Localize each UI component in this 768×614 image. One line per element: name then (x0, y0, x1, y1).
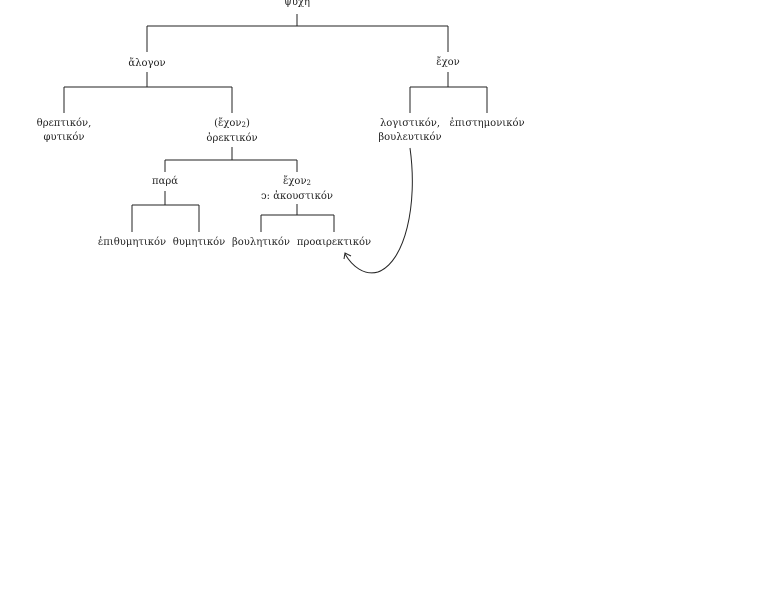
arrowhead-icon (343, 252, 352, 260)
label-echon2-paren-open: (ἔχον (214, 118, 242, 129)
label-echon2-text: ἔχον (282, 176, 307, 187)
node-thymetikon: θυμητικόν (173, 236, 225, 250)
node-epithymetikon: ἐπιθυμητικόν (98, 236, 166, 250)
label-orektikon: ὀρεκτικόν (206, 133, 258, 144)
node-psyche: ψυχή (284, 0, 310, 10)
label-para: παρά (152, 176, 178, 187)
label-echon2-subscript: 2 (306, 179, 311, 187)
node-orektikon: (ἔχον2) ὀρεκτικόν (206, 117, 257, 146)
node-alogon: ἄλογον (128, 57, 165, 71)
node-proairektikon: προαιρεκτικόν (297, 236, 371, 250)
label-echon2-parenthetical: (ἔχον2) (206, 117, 257, 132)
node-threptikon: θρεπτικόν, φυτικόν (37, 117, 92, 145)
node-bouletikon: βουλητικόν (232, 236, 290, 250)
label-phytikon: φυτικόν (43, 132, 85, 143)
curved-arrow-bouleutikon-to-proairektikon (344, 147, 413, 274)
label-epithymetikon: ἐπιθυμητικόν (97, 237, 167, 248)
label-echon2: ἔχον2 (261, 175, 333, 190)
node-echon: ἔχον (436, 56, 460, 70)
node-para: παρά (152, 175, 178, 189)
label-proairektikon: προαιρεκτικόν (296, 237, 372, 248)
label-epistemonikon: ἐπιστημονικόν (449, 118, 525, 129)
label-akoustikon: ↄ: ἀκουστικόν (261, 191, 333, 202)
label-threptikon: θρεπτικόν, (36, 118, 92, 129)
label-alogon: ἄλογον (128, 58, 166, 69)
label-logistikon: λογιστικόν, (379, 118, 441, 129)
label-psyche: ψυχή (284, 0, 310, 8)
label-echon2-paren-close: ) (245, 118, 250, 129)
node-epistemonikon: ἐπιστημονικόν (449, 117, 524, 131)
node-echon2: ἔχον2 ↄ: ἀκουστικόν (261, 175, 333, 204)
label-echon2-paren-subscript: 2 (241, 121, 246, 129)
label-thymetikon: θυμητικόν (172, 237, 226, 248)
node-logistikon: λογιστικόν, βουλευτικόν (378, 117, 441, 145)
label-bouleutikon: βουλευτικόν (378, 132, 442, 143)
label-echon: ἔχον (436, 57, 460, 68)
label-bouletikon: βουλητικόν (231, 237, 291, 248)
